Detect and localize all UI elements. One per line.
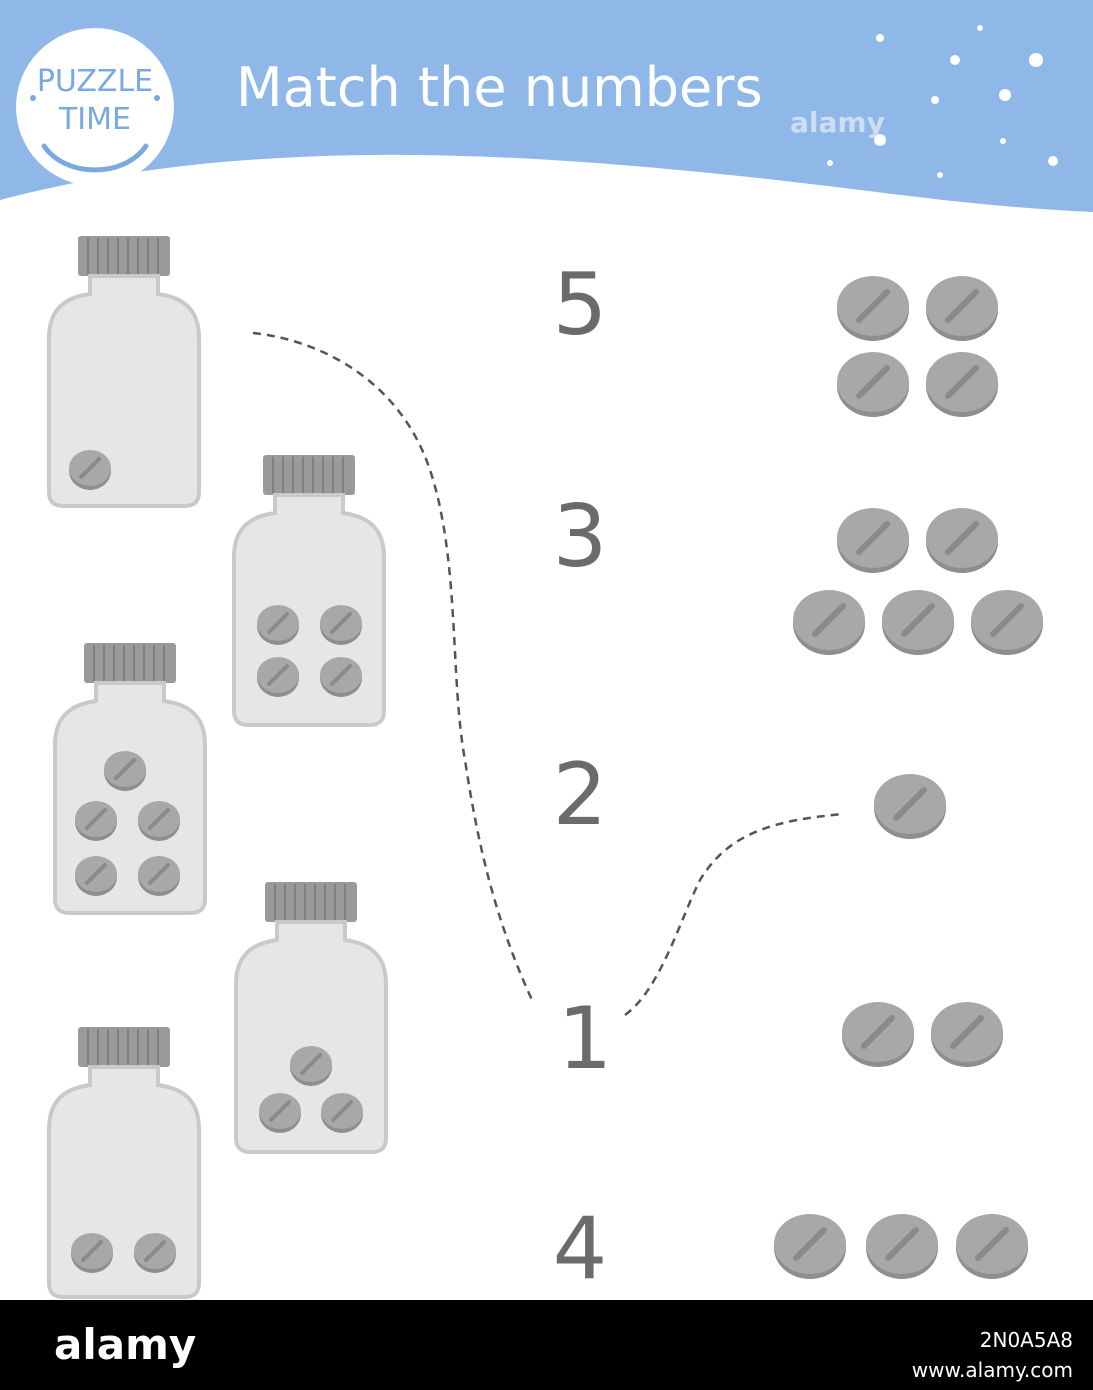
badge-text-time: TIME bbox=[58, 102, 131, 137]
jar-three-pills bbox=[234, 880, 388, 1154]
watermark: alamy bbox=[790, 106, 885, 139]
header-banner bbox=[0, 0, 1093, 212]
footer-bar: alamy 2N0A5A8 www.alamy.com bbox=[0, 1300, 1093, 1390]
pill-group-three bbox=[774, 1214, 1028, 1279]
star-dots bbox=[827, 25, 1058, 178]
dashed-line-jar-to-number bbox=[252, 331, 534, 1001]
pill-group-two bbox=[842, 1002, 1003, 1067]
footer-logo: alamy bbox=[54, 1320, 197, 1369]
pill-group-four bbox=[837, 276, 998, 417]
footer-url: www.alamy.com bbox=[911, 1358, 1073, 1382]
number-2[interactable]: 2 bbox=[552, 745, 608, 845]
number-5[interactable]: 5 bbox=[552, 255, 608, 355]
jar-five-pills bbox=[53, 641, 207, 915]
puzzle-artwork bbox=[47, 234, 1093, 1299]
number-4[interactable]: 4 bbox=[552, 1199, 608, 1299]
puzzle-time-badge: PUZZLE TIME bbox=[16, 28, 174, 186]
number-1[interactable]: 1 bbox=[557, 989, 613, 1089]
dashed-line-number-to-pills bbox=[624, 812, 844, 1017]
jar-one-pill bbox=[47, 234, 201, 508]
badge-text-puzzle: PUZZLE bbox=[36, 64, 154, 99]
number-3[interactable]: 3 bbox=[552, 487, 608, 587]
footer-image-id: 2N0A5A8 bbox=[979, 1328, 1073, 1352]
jar-two-pills bbox=[47, 1025, 201, 1299]
jar-four-pills bbox=[232, 453, 386, 727]
page-title: Match the numbers bbox=[236, 56, 763, 119]
pill-group-five bbox=[793, 508, 1043, 655]
pill-group-one bbox=[874, 774, 946, 839]
